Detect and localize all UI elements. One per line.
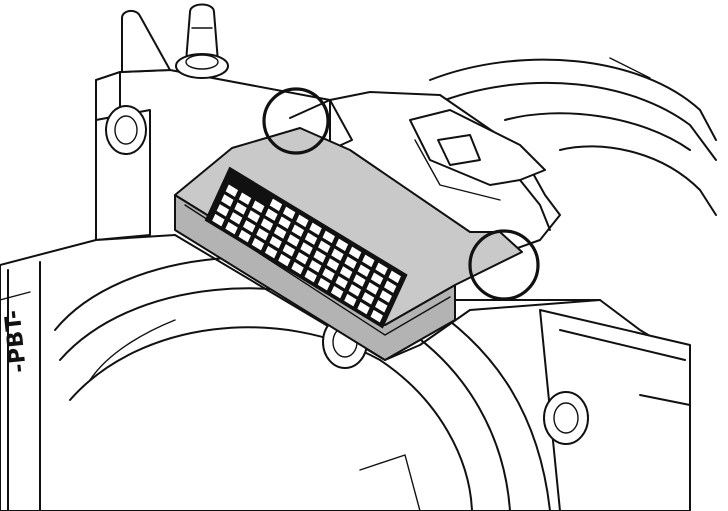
connector-pin: [384, 280, 397, 293]
connector-pin: [370, 272, 384, 285]
connector-pin: [282, 244, 296, 257]
connector-pin: [265, 208, 278, 221]
connector-pin: [278, 253, 291, 267]
stud-pin: [175, 3, 229, 79]
connector-pin: [291, 224, 305, 237]
connector-pin: [251, 237, 265, 251]
connector-pin: [295, 252, 309, 265]
connector-pin: [326, 258, 340, 271]
connector-pin: [348, 284, 362, 297]
connector-pin: [361, 292, 375, 305]
connector-pin: [282, 206, 296, 220]
connector-pin: [304, 232, 318, 245]
connector-pin: [344, 256, 357, 269]
connector-shell: [289, 91, 601, 301]
callout-circle-right-clip: [468, 229, 540, 301]
connector-pin: [264, 245, 278, 259]
connector-pin: [362, 254, 375, 268]
connector-pin: [296, 214, 309, 228]
connector-pin: [335, 276, 348, 289]
connector-pin: [353, 274, 366, 287]
connector-pin: [247, 210, 260, 223]
sensor-housing: [0, 3, 691, 511]
connector-pin: [256, 228, 269, 241]
connector-pin: [212, 213, 225, 227]
connector-plug: [174, 127, 523, 361]
connector-pin: [331, 248, 344, 261]
connector-pin: [309, 222, 322, 236]
connector-pin: [379, 290, 392, 303]
connector-pin: [221, 194, 234, 207]
connector-pin: [339, 266, 353, 279]
connector-pin-grid: [204, 166, 408, 329]
left-bolt-boss: [105, 105, 147, 155]
connector-pin: [238, 229, 251, 243]
connector-pin: [260, 218, 274, 231]
connector-pin: [335, 238, 349, 252]
connector-pin: [243, 220, 256, 233]
sensor-barrel: [429, 57, 717, 216]
connector-pin: [317, 277, 331, 291]
connector-pin: [348, 246, 362, 260]
connector-pin: [357, 264, 371, 277]
callout-circle-left-clip: [262, 87, 330, 155]
connector-pin: [234, 202, 247, 215]
connector-pin: [357, 301, 370, 315]
connector-pin: [375, 262, 388, 276]
connector-pin: [370, 309, 383, 323]
right-bolt-boss: [543, 391, 589, 445]
connector-pin: [313, 250, 326, 263]
connector-pin: [388, 270, 401, 284]
connector-pin: [216, 204, 230, 217]
connector-pin: [309, 260, 322, 273]
connector-pin: [318, 240, 331, 253]
connector-pin: [269, 198, 283, 212]
latch-window: [437, 134, 481, 166]
connector-pin: [225, 184, 239, 197]
connector-pin: [229, 212, 243, 225]
connector-pin: [344, 293, 357, 307]
connector-pin: [330, 285, 344, 299]
connector-pin: [322, 268, 335, 281]
callouts: [262, 87, 540, 301]
connector-pin: [291, 261, 304, 275]
connector-pin: [225, 221, 238, 235]
connector-pin: [278, 216, 291, 229]
connector-pin: [300, 242, 313, 255]
connector-pin: [366, 282, 379, 295]
connector-pin: [304, 269, 317, 283]
connector-pin: [252, 200, 265, 213]
connector-pin: [269, 236, 282, 249]
connector-pin: [322, 230, 335, 244]
connector-pin: [273, 226, 287, 239]
connector-pin: [375, 300, 388, 313]
connector-pin: [238, 192, 252, 205]
connector-pin: [287, 234, 300, 247]
